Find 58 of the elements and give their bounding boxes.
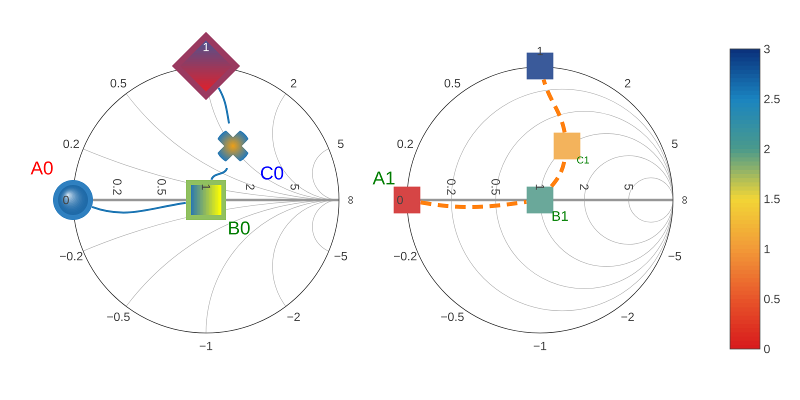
- tick-label: 5: [338, 140, 344, 148]
- tick-label: 2: [246, 184, 255, 190]
- tick-label: ∞: [348, 196, 353, 204]
- square-marker: [186, 180, 226, 220]
- marker-label: C0: [261, 166, 284, 180]
- tick-label: 0.5: [491, 179, 500, 195]
- trace-line: [420, 200, 527, 210]
- tick-label: −1: [200, 342, 212, 350]
- diamond-marker: [172, 32, 240, 100]
- trace-line: [550, 159, 567, 188]
- tick-label: 0: [397, 196, 403, 204]
- tick-label: 0.2: [397, 140, 413, 148]
- tick-label: 1: [202, 184, 210, 190]
- tick-label: −0.5: [107, 312, 130, 322]
- square-marker: [394, 186, 420, 214]
- colorbar-tick: 3: [764, 44, 770, 54]
- tick-label: 0.2: [113, 179, 122, 195]
- tick-label: 5: [624, 184, 633, 190]
- tick-label: 0.5: [110, 78, 126, 88]
- tick-label: −2: [621, 312, 634, 321]
- tick-label: 0.5: [157, 179, 166, 195]
- trace-line: [92, 202, 186, 214]
- tick-label: 0.2: [447, 179, 456, 195]
- tick-label: −5: [334, 252, 348, 260]
- colorbar-tick: 2: [764, 144, 770, 154]
- tick-label: 0: [63, 196, 69, 204]
- tick-label: 1: [204, 42, 209, 52]
- tick-label: 2: [290, 79, 296, 88]
- tick-label: −1: [534, 342, 546, 350]
- marker-label: A1: [372, 172, 394, 184]
- trace-line: [542, 79, 567, 133]
- colorbar-tick: 0: [764, 344, 770, 354]
- tick-label: −5: [668, 252, 682, 260]
- tick-label: 5: [290, 184, 299, 190]
- colorbar-tick: 2.5: [764, 94, 780, 104]
- cross-marker: [216, 130, 250, 162]
- trace-line: [210, 168, 228, 180]
- trace-line: [218, 87, 230, 124]
- tick-label: −0.2: [60, 252, 82, 260]
- colorbar-tick: 1.5: [764, 194, 780, 204]
- colorbar-tick: 1: [764, 244, 770, 254]
- square-marker: [526, 186, 554, 214]
- tick-label: −0.5: [441, 312, 464, 322]
- tick-label: 0.5: [444, 78, 460, 88]
- tick-label: −0.2: [394, 252, 416, 260]
- tick-label: 0.2: [63, 140, 79, 148]
- colorbar-tick: 0.5: [764, 294, 780, 304]
- circle-marker: [53, 180, 93, 220]
- tick-label: 1: [536, 184, 544, 190]
- tick-label: 2: [580, 184, 589, 190]
- tick-label: ∞: [682, 196, 687, 204]
- marker-label: B1: [552, 211, 568, 221]
- marker-label: C1: [577, 156, 589, 164]
- tick-label: −2: [287, 312, 300, 321]
- marker-label: A0: [30, 161, 53, 175]
- tick-label: 5: [672, 140, 678, 148]
- tick-label: 2: [624, 79, 630, 88]
- marker-label: B0: [229, 221, 250, 235]
